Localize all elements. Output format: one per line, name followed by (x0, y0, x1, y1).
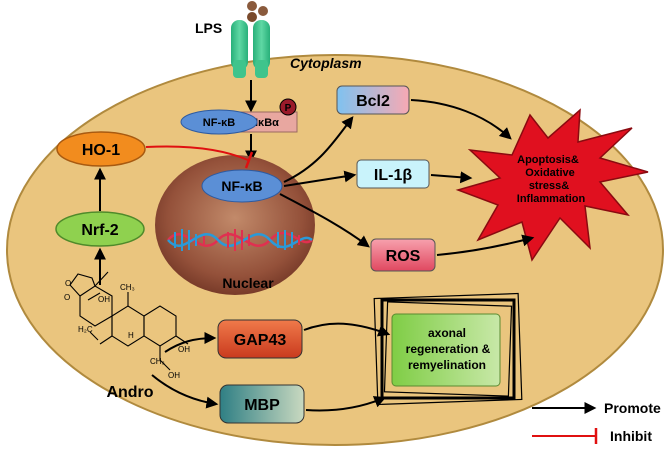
andro-label: Andro (106, 384, 153, 401)
il1b-node (356, 159, 430, 189)
il1b-label: IL-1β (374, 167, 412, 184)
nuclear-label: Nuclear (222, 275, 274, 291)
nfkb-nuclear-label: NF-κB (221, 178, 262, 194)
chem-oh2: OH (178, 345, 190, 354)
chem-oh3: OH (168, 371, 180, 380)
chem-h2c: H₂C (78, 325, 93, 334)
nfkb-complex (180, 109, 258, 135)
arrow-ros-outcome (436, 234, 535, 256)
arrow-nfkb-ros (279, 193, 370, 248)
chem-ch3a: CH₃ (120, 283, 135, 292)
inhibit-bar (244, 151, 254, 169)
outcome-line-2: Oxidative (525, 167, 575, 179)
outcome-line-4: Inflammation (517, 193, 586, 205)
mbp-label: MBP (244, 397, 280, 414)
mbp-node (219, 384, 305, 424)
outcome-line-1: Apoptosis& (517, 154, 579, 166)
bcl2-label: Bcl2 (356, 93, 390, 110)
chem-o2: O (65, 279, 71, 288)
nrf2-label: Nrf-2 (81, 222, 118, 239)
andro-structure (69, 271, 189, 371)
cytoplasm-label: Cytoplasm (290, 55, 362, 71)
regen-frame (373, 292, 523, 406)
gap43-node (217, 319, 303, 359)
ros-node (370, 238, 436, 272)
chem-ch3b: CH₃ (150, 357, 165, 366)
legend: Promote Inhibit (532, 400, 661, 444)
arrow-il1b-outcome (430, 171, 473, 184)
arrow-mbp-regen (305, 396, 387, 412)
arrow-bcl2-outcome (410, 99, 512, 140)
gap43-label: GAP43 (234, 332, 287, 349)
arrow-andro-mbp (151, 374, 219, 409)
cell-membrane (6, 54, 664, 446)
ho1-node (56, 131, 146, 167)
arrow-nfkb-il1b (283, 170, 357, 187)
chem-o1: O (64, 293, 70, 302)
inhibit-ho1-nfkb (145, 145, 249, 161)
regen-line-2: regeneration & (406, 342, 491, 356)
ikba-label: IκBα (255, 117, 279, 129)
outcome-text: Apoptosis& Oxidative stress& Inflammatio… (517, 154, 586, 205)
ho1-label: HO-1 (82, 142, 120, 159)
chem-oh1: OH (98, 295, 110, 304)
regen-box (391, 313, 501, 387)
outcome-starburst (455, 108, 649, 262)
arrow-andro-gap43 (164, 332, 217, 353)
regen-line-3: remyelination (408, 358, 486, 372)
bcl2-node (336, 85, 410, 115)
nfkb-nuclear (201, 169, 283, 203)
regen-text: axonal regeneration & remyelination (406, 326, 491, 372)
phospho-badge (279, 98, 297, 116)
arrow-nfkb-bcl2 (283, 116, 354, 183)
dna-helix (167, 229, 313, 251)
nfkb-complex-label: NF-κB (203, 117, 235, 129)
lps-label: LPS (195, 20, 222, 36)
andro-atoms: O O OH CH₃ H₂C H OH CH₃ OH (64, 279, 190, 380)
arrow-gap43-regen (303, 322, 391, 337)
chem-h: H (128, 331, 134, 340)
tlr-receptor (231, 20, 270, 78)
phospho-label: P (285, 103, 292, 114)
nrf2-node (55, 211, 145, 247)
ros-label: ROS (386, 248, 421, 265)
regen-line-1: axonal (428, 326, 466, 340)
lps-molecules (247, 1, 268, 22)
legend-inhibit-label: Inhibit (610, 428, 652, 444)
outcome-line-3: stress& (529, 180, 569, 192)
legend-promote-label: Promote (604, 400, 661, 416)
